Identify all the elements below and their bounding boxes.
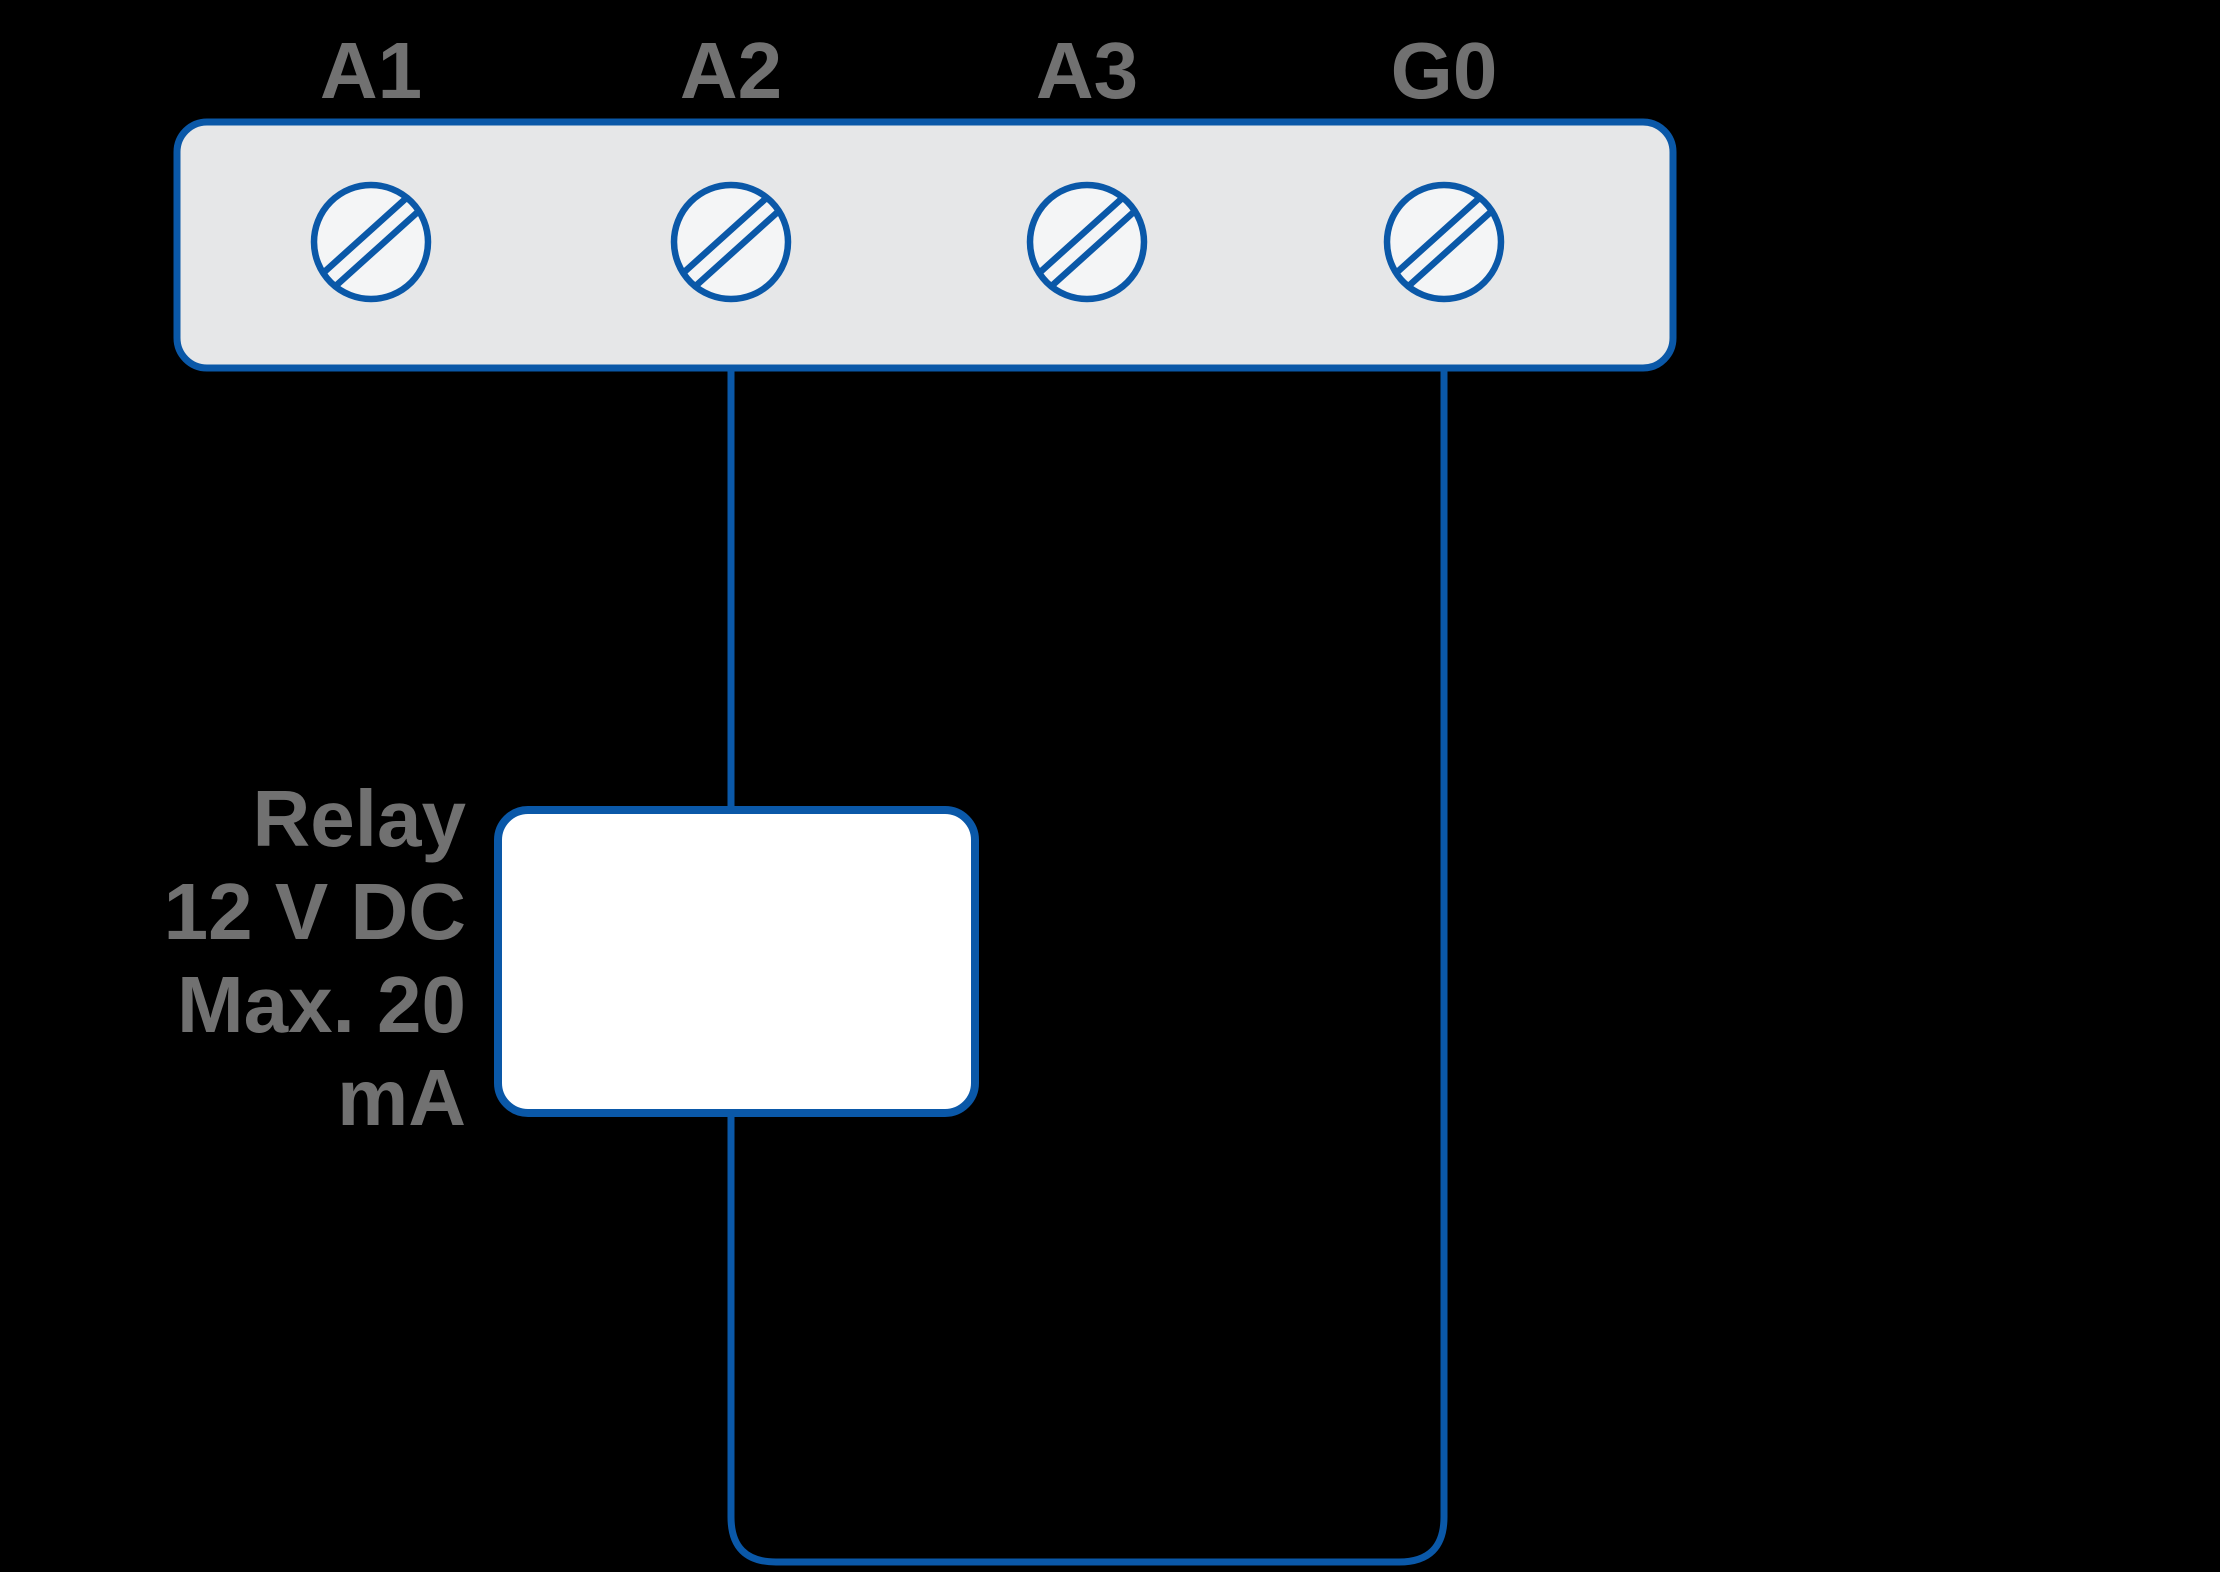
relay-caption-line-2: 12 V DC xyxy=(164,867,466,956)
relay-caption-line-1: Relay xyxy=(253,774,467,863)
relay-caption-line-3: Max. 20 xyxy=(177,960,466,1049)
wire-relay-to-g0 xyxy=(727,366,1448,1566)
screw-terminal-a2 xyxy=(670,181,792,303)
terminal-label-g0: G0 xyxy=(1391,26,1498,115)
terminal-block xyxy=(173,118,1677,372)
terminal-label-a3: A3 xyxy=(1036,26,1138,115)
terminal-label-a2: A2 xyxy=(680,26,782,115)
screw-head-icon xyxy=(310,181,432,303)
terminal-label-a1: A1 xyxy=(320,26,422,115)
screw-terminal-g0 xyxy=(1383,181,1505,303)
relay-caption: Relay 12 V DC Max. 20 mA xyxy=(164,774,467,1142)
screw-terminal-a3 xyxy=(1026,181,1148,303)
screw-slot-icon xyxy=(1388,186,1500,298)
relay-box xyxy=(494,806,979,1117)
screw-head-icon xyxy=(670,181,792,303)
screw-slot-icon xyxy=(315,186,427,298)
screw-head-icon xyxy=(1026,181,1148,303)
relay-caption-line-4: mA xyxy=(337,1053,466,1142)
screw-slot-icon xyxy=(675,186,787,298)
screw-terminal-a1 xyxy=(310,181,432,303)
screw-slot-icon xyxy=(1031,186,1143,298)
screw-head-icon xyxy=(1383,181,1505,303)
